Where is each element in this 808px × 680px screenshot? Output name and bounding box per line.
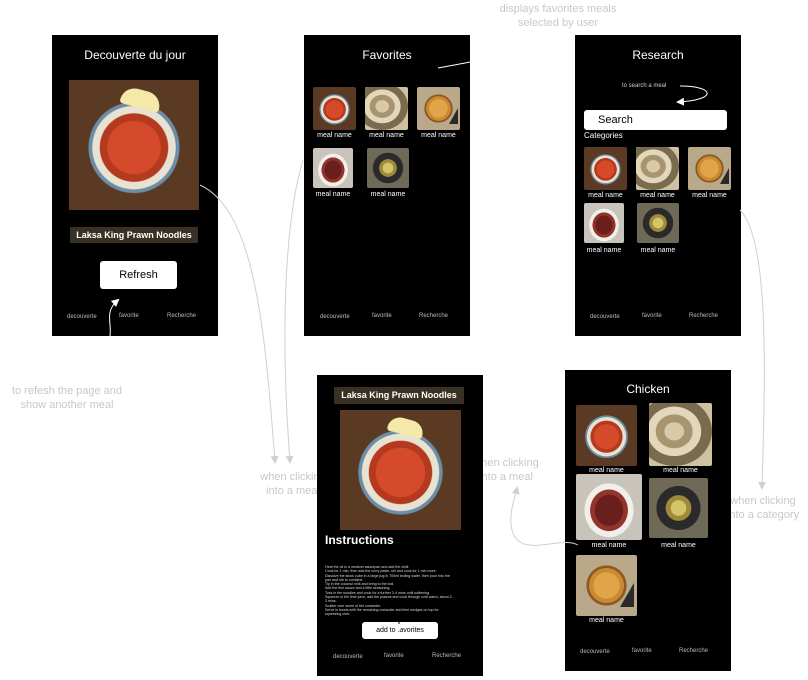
- refresh-note-arrow: [109, 298, 120, 337]
- category-caption: meal name: [588, 192, 623, 199]
- favorite-meal-thumb[interactable]: [313, 148, 353, 188]
- page-title: Research: [632, 48, 684, 62]
- instructions-heading: Instructions: [325, 533, 394, 547]
- search-hint: to search a meal: [622, 83, 667, 89]
- meal-caption: meal name: [663, 467, 698, 474]
- click-meal-annotation-1: when clicking into a meal: [260, 471, 326, 497]
- favorites-to-meal-arrow: [284, 159, 304, 464]
- favorite-meal-thumb[interactable]: [365, 87, 408, 130]
- favorites-screen: Favorites meal name meal name meal name …: [304, 35, 470, 336]
- click-meal-annotation-2: when clicking into a meal: [473, 457, 539, 483]
- category-to-meal-arrow: [510, 486, 579, 546]
- meal-caption: meal name: [315, 191, 351, 198]
- category-caption: meal name: [692, 192, 727, 199]
- instruction-line: Toss in the noodles and cook for a furth…: [325, 590, 430, 595]
- instruction-line: Add the fish sauce and a little seasonin…: [325, 586, 391, 591]
- refresh-button[interactable]: Refresh: [100, 261, 177, 289]
- category-caption: meal name: [640, 192, 675, 199]
- nav-favorite[interactable]: favorite: [372, 313, 392, 319]
- favorite-meal-thumb[interactable]: [367, 148, 409, 188]
- category-caption: meal name: [640, 247, 676, 254]
- refresh-annotation: to refesh the page and show another meal: [11, 385, 123, 411]
- meal-caption: meal name: [661, 542, 696, 549]
- nav-favorite[interactable]: favorite: [384, 653, 404, 659]
- meal-caption: meal name: [589, 617, 624, 624]
- instruction-line: Squeeze in the lime juice, add the prawn…: [325, 595, 453, 604]
- category-meal-thumb[interactable]: [576, 405, 637, 466]
- category-meal-thumb[interactable]: [576, 555, 637, 616]
- page-title: Favorites: [362, 48, 412, 62]
- instruction-line: Dissolve the stock cube in a large jug i…: [325, 573, 450, 582]
- category-screen: Chicken meal name meal name meal name me…: [565, 370, 731, 671]
- instruction-line: Cook for 1 min, then add the curry paste…: [325, 569, 437, 574]
- category-meal-thumb[interactable]: [649, 403, 712, 466]
- instruction-line: Tip in the coconut milk and bring to the…: [325, 582, 395, 587]
- meal-title: Laksa King Prawn Noodles: [334, 387, 464, 404]
- nav-recherche[interactable]: Recherche: [679, 648, 709, 654]
- decouverte-to-meal-arrow: [199, 184, 279, 464]
- meal-caption: meal name: [589, 467, 624, 474]
- favorite-meal-thumb[interactable]: [313, 87, 356, 130]
- meal-image: [69, 80, 199, 210]
- research-screen: Research to search a meal Search Categor…: [575, 35, 741, 336]
- instruction-line: Scatter over some of the coriander.: [325, 603, 381, 608]
- nav-decouverte[interactable]: decouverte: [580, 649, 610, 655]
- nav-favorite[interactable]: favorite: [632, 648, 652, 654]
- meal-caption: meal name: [317, 132, 352, 139]
- category-thumb[interactable]: [637, 203, 679, 243]
- favorite-meal-thumb[interactable]: [417, 87, 460, 130]
- category-meal-thumb[interactable]: [649, 478, 708, 538]
- nav-decouverte[interactable]: decouverte: [333, 654, 363, 660]
- meal-caption: meal name: [591, 542, 627, 549]
- category-thumb[interactable]: [688, 147, 731, 190]
- research-to-category-arrow: [739, 209, 767, 490]
- categories-label: Categories: [584, 131, 623, 140]
- instruction-line: Serve in bowls with the remaining corian…: [325, 607, 439, 617]
- nav-decouverte[interactable]: decouverte: [320, 314, 350, 320]
- category-meal-thumb[interactable]: [576, 474, 642, 540]
- nav-recherche[interactable]: Recherche: [432, 653, 462, 659]
- category-thumb[interactable]: [584, 203, 624, 243]
- click-category-annotation: when clicking into a category: [726, 495, 800, 521]
- meal-name: Laksa King Prawn Noodles: [70, 227, 198, 243]
- meal-caption: meal name: [369, 132, 404, 139]
- search-input[interactable]: Search: [584, 110, 727, 130]
- category-caption: meal name: [586, 247, 622, 254]
- search-hint-arrow: [676, 85, 708, 106]
- favorites-annotation: displays favorites meals selected by use…: [499, 3, 617, 29]
- decouverte-screen: Decouverte du jour Laksa King Prawn Nood…: [52, 35, 218, 336]
- nav-recherche[interactable]: Recherche: [689, 313, 719, 319]
- instructions-text: Heat the oil in a medium saucepan and ad…: [325, 565, 453, 617]
- page-title: Decouverte du jour: [84, 48, 186, 62]
- meal-caption: meal name: [421, 132, 456, 139]
- category-thumb[interactable]: [636, 147, 679, 190]
- nav-decouverte[interactable]: decouverte: [67, 314, 97, 320]
- nav-favorite[interactable]: favorite: [642, 313, 662, 319]
- nav-favorite[interactable]: favorite: [119, 313, 139, 319]
- nav-recherche[interactable]: Recherche: [167, 313, 197, 319]
- meal-image: [340, 410, 461, 530]
- pie-slice: [619, 582, 634, 607]
- meal-caption: meal name: [370, 191, 406, 198]
- nav-decouverte[interactable]: decouverte: [590, 314, 620, 320]
- pie-slice: [719, 167, 729, 184]
- page-title: Chicken: [626, 382, 670, 396]
- favorites-note-arrow: [437, 28, 552, 69]
- category-thumb[interactable]: [584, 147, 627, 190]
- instruction-line: Heat the oil in a medium saucepan and ad…: [325, 565, 410, 569]
- pie-slice: [448, 107, 458, 124]
- nav-recherche[interactable]: Recherche: [419, 313, 449, 319]
